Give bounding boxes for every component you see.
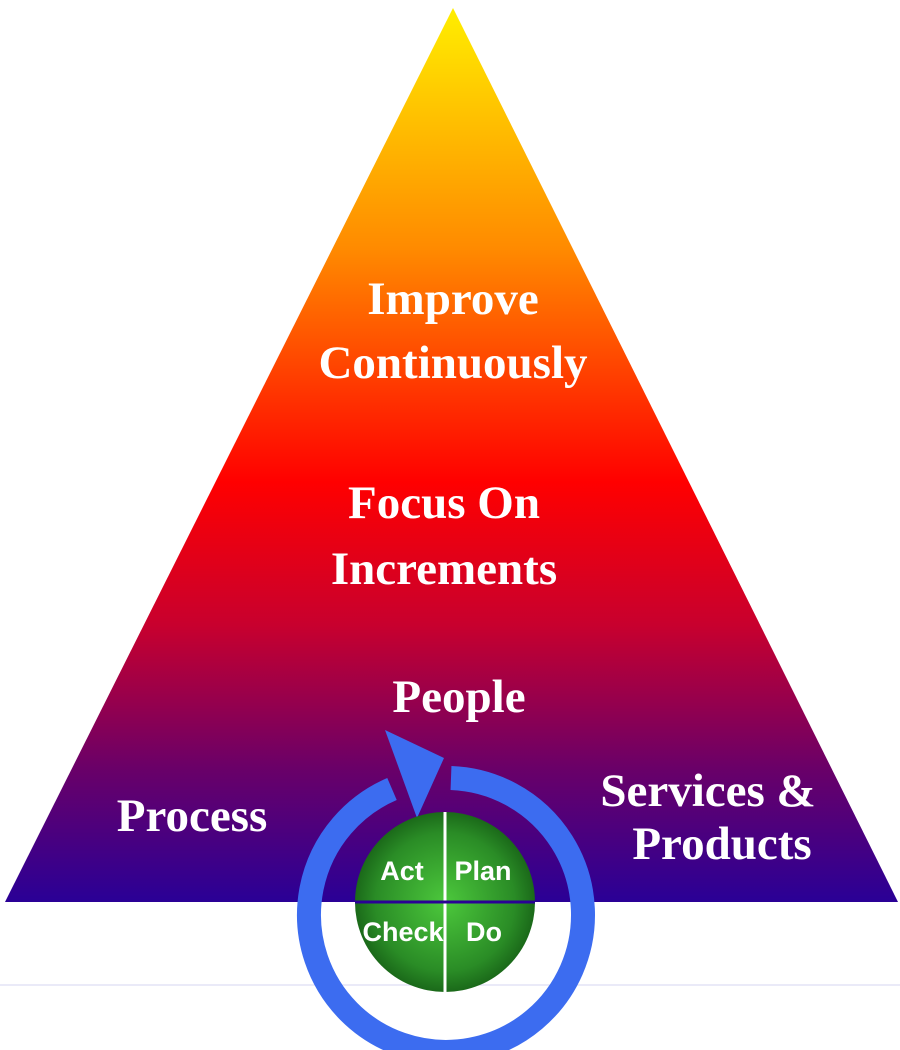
pdca-do: Do (466, 917, 502, 947)
label-improve: Improve (367, 273, 538, 325)
pdca-plan: Plan (454, 856, 511, 886)
pdca-act: Act (380, 856, 424, 886)
label-focus-on: Focus On (348, 477, 540, 529)
label-services: Services & (600, 765, 815, 817)
pyramid-triangle (5, 8, 898, 902)
label-continuously: Continuously (318, 337, 588, 389)
pdca-check: Check (362, 917, 444, 947)
label-products: Products (632, 818, 811, 870)
label-increments: Increments (331, 543, 557, 595)
cycle-arrowhead-icon (385, 730, 444, 818)
label-process: Process (117, 790, 268, 842)
label-people: People (392, 671, 525, 723)
